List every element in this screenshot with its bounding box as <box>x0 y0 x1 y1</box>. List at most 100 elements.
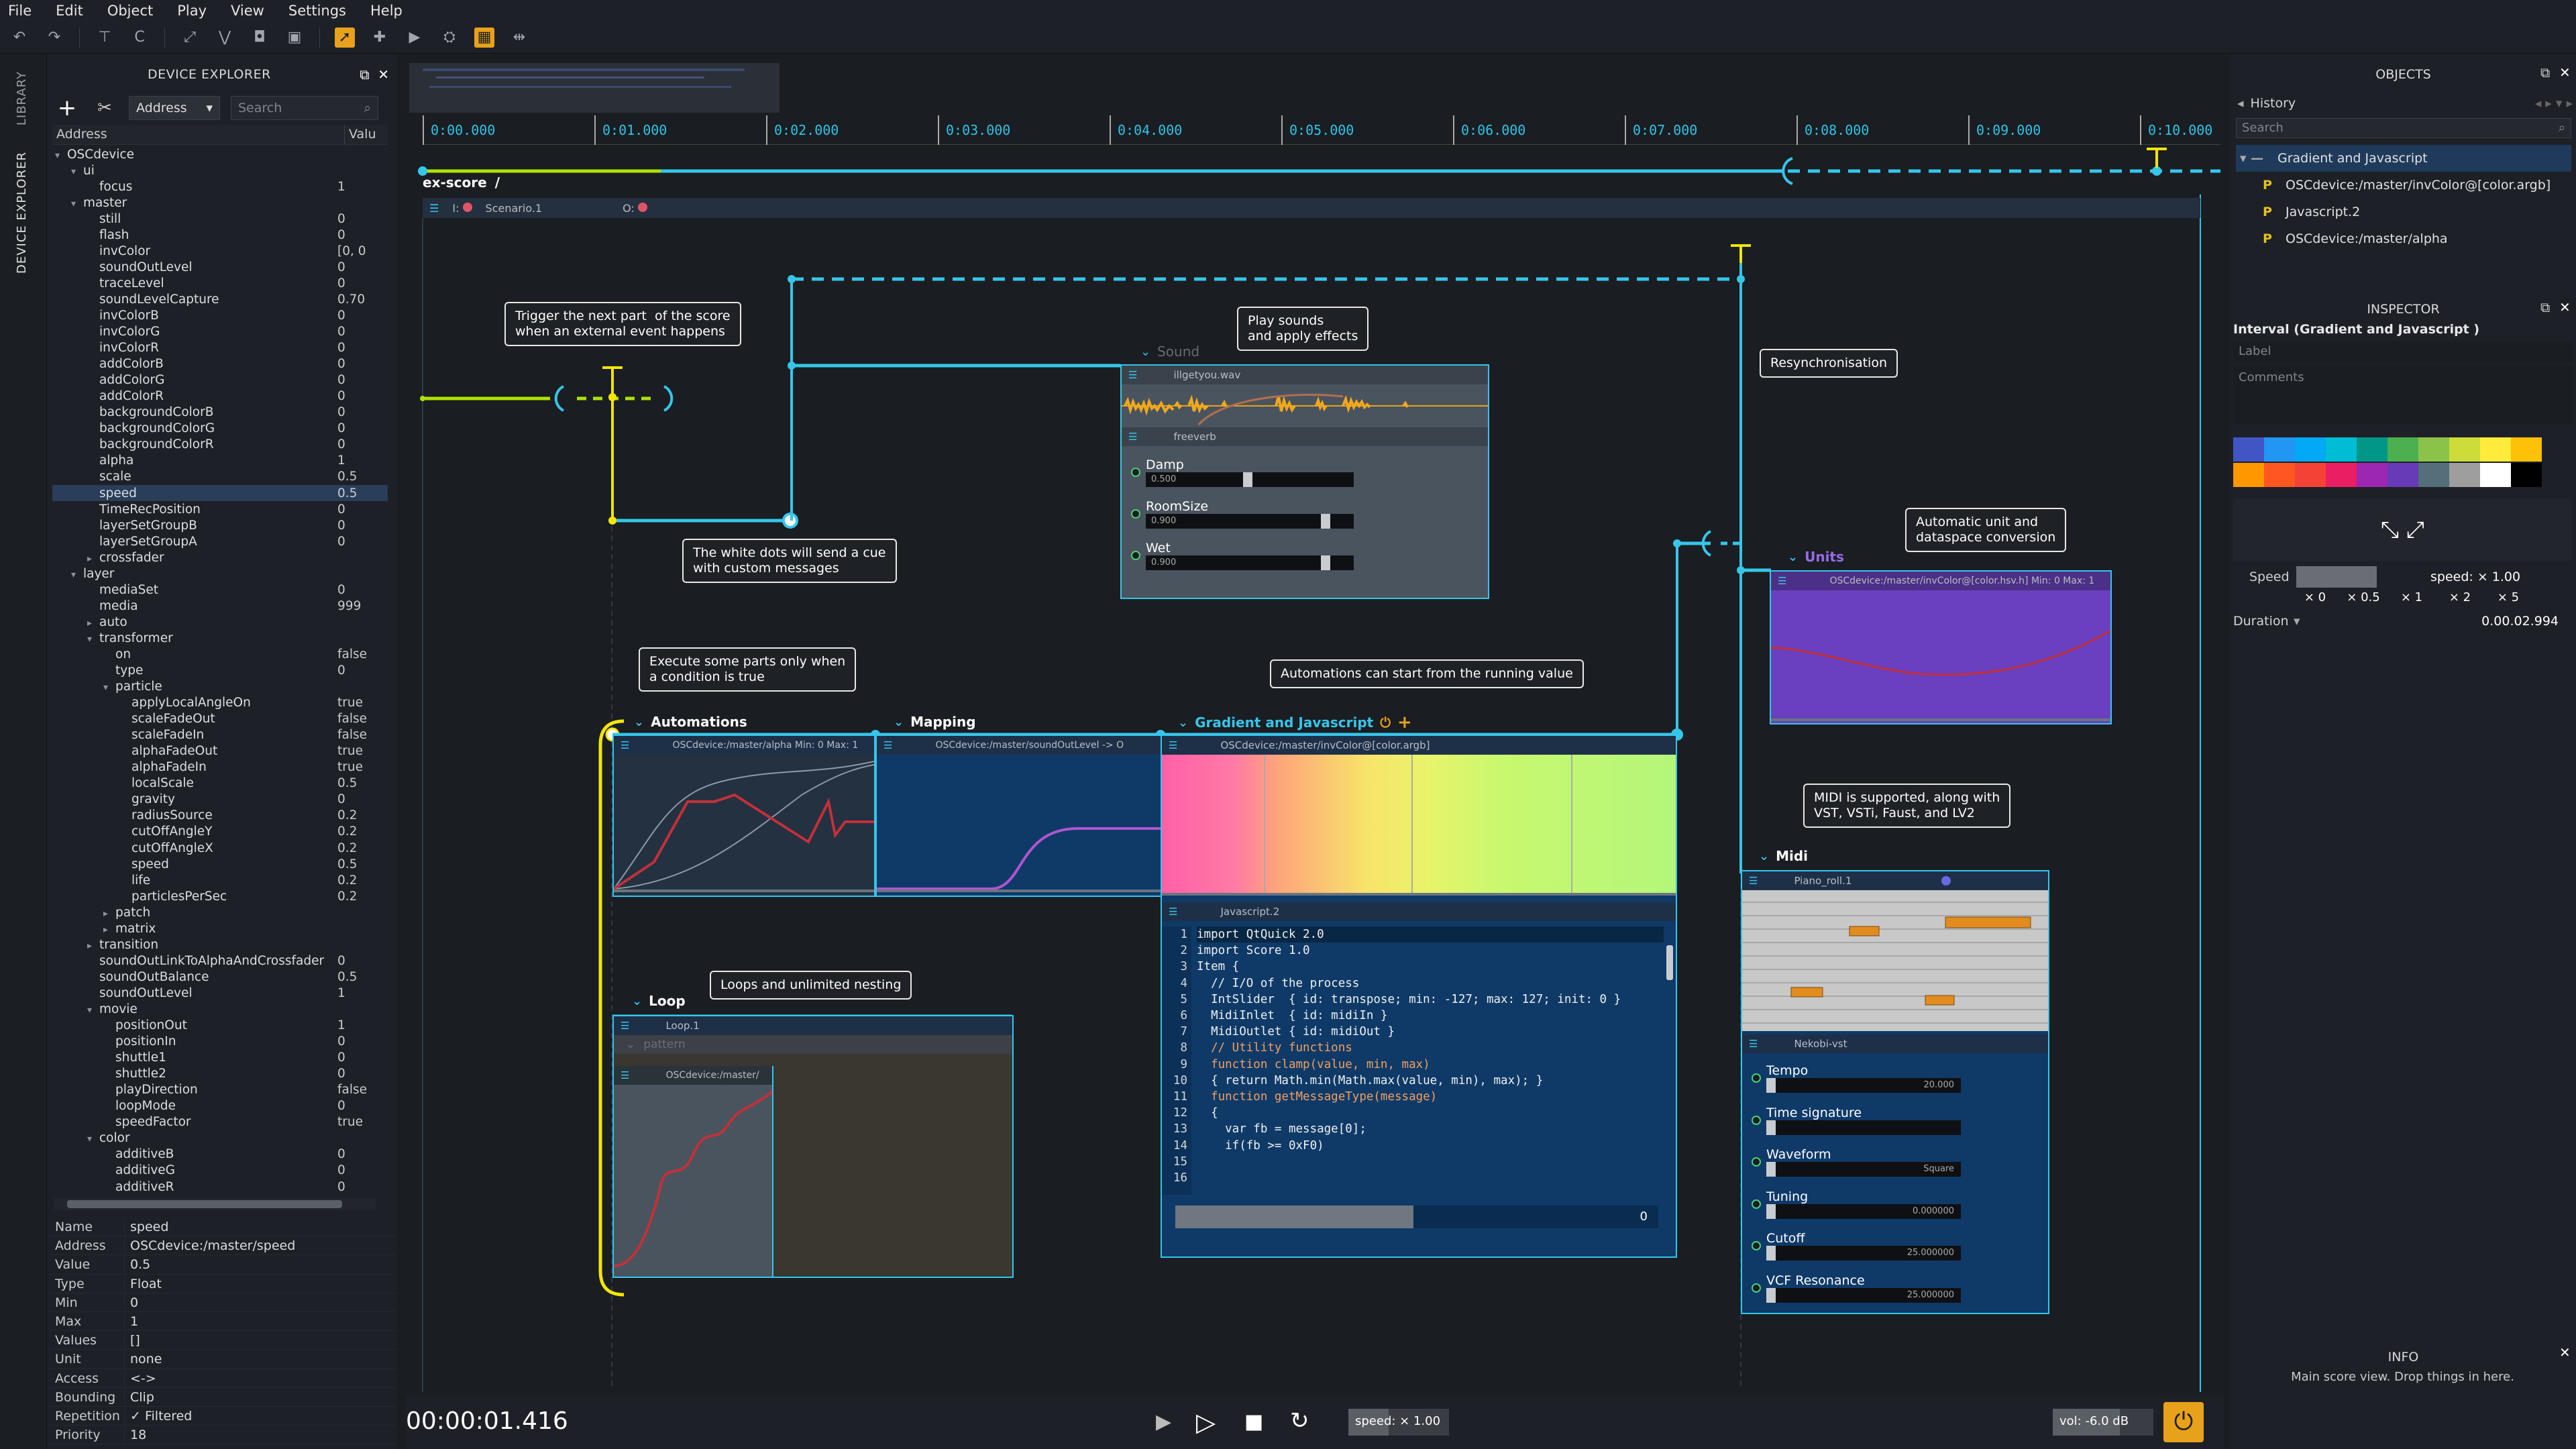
loop-box[interactable]: ☰ Loop.1 ⌄ pattern ☰ OSCdevice:/master/ <box>612 1015 1014 1278</box>
menu-item-settings[interactable]: Settings <box>288 3 346 19</box>
frame-icon[interactable]: ▦ <box>474 27 494 48</box>
hamburger-icon[interactable]: ☰ <box>1128 431 1138 443</box>
chevron-down-icon[interactable]: ▾ <box>71 569 76 580</box>
param-inlet-dot[interactable] <box>1752 1073 1761 1083</box>
property-value[interactable]: OSCdevice:/master/speed <box>130 1238 296 1254</box>
tree-row[interactable]: ▸crossfader <box>52 549 388 566</box>
close-icon[interactable]: ✕ <box>378 66 389 83</box>
midi-title[interactable]: ⌄ Midi <box>1759 848 1808 864</box>
stop-icon[interactable]: ■ <box>1244 1410 1264 1434</box>
tree-row[interactable]: ▾color <box>52 1130 388 1146</box>
power-icon[interactable]: ⏻ <box>1380 714 1391 731</box>
property-value[interactable]: Float <box>130 1276 162 1291</box>
float-icon[interactable]: ⧉ <box>360 66 370 83</box>
scenario-name[interactable]: ex-score <box>423 174 487 191</box>
sound-box-title[interactable]: ⌄ Sound <box>1140 343 1199 360</box>
redo-icon[interactable]: ↷ <box>48 29 61 46</box>
color-swatch[interactable] <box>2357 463 2387 487</box>
mapping-title[interactable]: ⌄ Mapping <box>894 714 976 730</box>
mapping-box[interactable]: ☰ OSCdevice:/master/soundOutLevel -> O <box>875 735 1162 897</box>
color-swatch[interactable] <box>2511 437 2542 462</box>
reload-icon[interactable]: ↻ <box>1290 1407 1309 1434</box>
add-icon[interactable]: + <box>1397 712 1412 733</box>
property-value[interactable]: [] <box>130 1333 140 1348</box>
column-select[interactable]: Address ▾ <box>129 96 220 120</box>
param-inlet-dot[interactable] <box>1131 509 1140 519</box>
close-icon[interactable]: ✕ <box>2559 299 2571 315</box>
camera-icon[interactable]: ◘ <box>254 29 266 46</box>
chevron-down-icon[interactable]: ⌄ <box>894 714 904 729</box>
color-swatch[interactable] <box>2264 437 2295 462</box>
slider-handle[interactable] <box>1321 514 1330 529</box>
code-line[interactable]: function getMessageType(message) <box>1197 1090 1438 1104</box>
property-value[interactable]: <-> <box>130 1371 156 1386</box>
objects-search[interactable]: Search ⌕ <box>2236 118 2571 138</box>
param-slider[interactable]: 20.000 <box>1766 1078 1961 1093</box>
code-line[interactable]: MidiInlet { id: midiIn } <box>1197 1009 1388 1023</box>
history-nav[interactable]: ◂ ▸ ▾ ▸ <box>2534 96 2573 111</box>
curve-icon[interactable]: ⋁ <box>218 29 231 46</box>
split-icon[interactable]: ⇹ <box>513 29 526 46</box>
color-swatch[interactable] <box>2233 437 2264 462</box>
color-swatch[interactable] <box>2264 463 2295 487</box>
loop-title[interactable]: ⌄ Loop <box>632 993 686 1009</box>
tree-row[interactable]: ▾transformer <box>52 630 388 646</box>
code-line[interactable]: { <box>1197 1106 1218 1120</box>
menu-item-file[interactable]: File <box>8 3 32 19</box>
color-swatch[interactable] <box>2233 463 2264 487</box>
chevron-down-icon[interactable]: ⌄ <box>1788 549 1799 564</box>
code-scrollbar[interactable] <box>1664 926 1676 1195</box>
param-inlet-dot[interactable] <box>1131 551 1140 560</box>
hamburger-icon[interactable]: ☰ <box>1778 575 1787 587</box>
code-line[interactable]: function clamp(value, min, max) <box>1197 1057 1430 1071</box>
code-line[interactable]: import QtQuick 2.0 <box>1197 926 1664 943</box>
color-swatch[interactable] <box>2357 437 2387 462</box>
lock-icon[interactable]: ▣ <box>287 29 302 46</box>
color-swatch[interactable] <box>2418 463 2449 487</box>
hamburger-icon[interactable]: ☰ <box>1128 369 1138 381</box>
hamburger-icon[interactable]: ☰ <box>621 1020 630 1032</box>
chevron-right-icon[interactable]: ▸ <box>87 553 93 564</box>
chevron-down-icon[interactable]: ⌄ <box>634 714 645 729</box>
objects-item[interactable]: ▾ —Gradient and Javascript <box>2236 145 2571 172</box>
device-search-input[interactable]: Search ⌕ <box>231 96 378 120</box>
scale-icon[interactable]: ⤢ <box>184 29 196 46</box>
close-icon[interactable]: ✕ <box>2559 1344 2571 1360</box>
chevron-down-icon[interactable]: ▾ <box>87 633 93 645</box>
speed-preset-button[interactable]: × 0.5 <box>2347 590 2380 604</box>
param-slider[interactable]: 0.000000 <box>1766 1203 1961 1219</box>
tree-row[interactable]: ▾particle <box>52 679 388 695</box>
color-swatch[interactable] <box>2449 463 2480 487</box>
chevron-right-icon[interactable]: ▸ <box>103 924 109 935</box>
menu-item-play[interactable]: Play <box>177 3 207 19</box>
code-line[interactable]: // I/O of the process <box>1197 976 1360 990</box>
chevron-right-icon[interactable]: ▸ <box>87 940 93 951</box>
color-swatch[interactable] <box>2480 463 2511 487</box>
play-global-icon[interactable]: ▷ <box>1196 1407 1216 1437</box>
chevron-down-icon[interactable]: ⌄ <box>1759 849 1770 863</box>
speed-preset-button[interactable]: × 5 <box>2497 590 2520 604</box>
chevron-down-icon[interactable]: ▾ <box>87 1134 93 1145</box>
slider-handle[interactable] <box>1766 1287 1776 1303</box>
